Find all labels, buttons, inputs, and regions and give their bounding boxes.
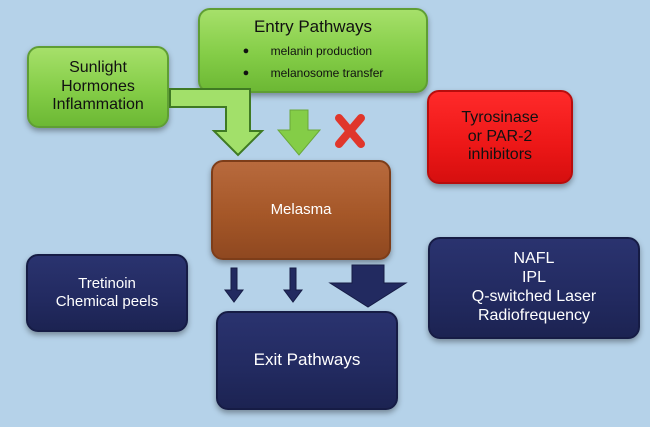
device-nafl: NAFL: [513, 250, 555, 268]
entry-pathways-box: Entry Pathways ● melanin production ● me…: [198, 8, 428, 93]
list-item: ● melanin production: [243, 40, 384, 62]
entry-item-melanosome-transfer: melanosome transfer: [270, 65, 384, 80]
entry-pathways-title: Entry Pathways: [253, 17, 373, 37]
entry-item-melanin-production: melanin production: [270, 43, 373, 58]
arrow-down-icon: [224, 267, 244, 303]
exit-pathways-box: Exit Pathways: [216, 311, 398, 410]
inhibitor-line-1: Tyrosinase: [461, 108, 539, 126]
bullet-icon: ●: [242, 66, 250, 79]
inhibitor-line-2: or PAR-2: [467, 127, 533, 145]
trigger-hormones: Hormones: [61, 77, 135, 95]
trigger-sunlight: Sunlight: [69, 58, 127, 76]
topical-tretinoin: Tretinoin: [78, 275, 136, 293]
device-q-switched-laser: Q-switched Laser: [471, 288, 597, 305]
entry-pathways-list: ● melanin production ● melanosome transf…: [243, 40, 384, 84]
melasma-label: Melasma: [270, 201, 332, 219]
inhibitor-line-3: inhibitors: [467, 146, 533, 164]
device-ipl: IPL: [521, 269, 546, 287]
triggers-box: Sunlight Hormones Inflammation: [27, 46, 169, 128]
arrow-down-icon: [276, 109, 322, 156]
x-icon: [335, 114, 365, 148]
arrow-down-icon: [328, 264, 408, 308]
topical-chemical-peels: Chemical peels: [55, 293, 159, 310]
list-item: ● melanosome transfer: [243, 62, 384, 84]
arrow-down-icon: [283, 267, 303, 303]
topical-treatments-box: Tretinoin Chemical peels: [26, 254, 188, 332]
melasma-box: Melasma: [211, 160, 391, 260]
trigger-inflammation: Inflammation: [52, 96, 144, 114]
bullet-icon: ●: [242, 44, 250, 57]
device-treatments-box: NAFL IPL Q-switched Laser Radiofrequency: [428, 237, 640, 339]
device-radiofrequency: Radiofrequency: [477, 306, 591, 324]
bent-arrow-icon: [169, 88, 265, 157]
exit-pathways-label: Exit Pathways: [253, 350, 361, 370]
inhibitors-box: Tyrosinase or PAR-2 inhibitors: [427, 90, 573, 184]
